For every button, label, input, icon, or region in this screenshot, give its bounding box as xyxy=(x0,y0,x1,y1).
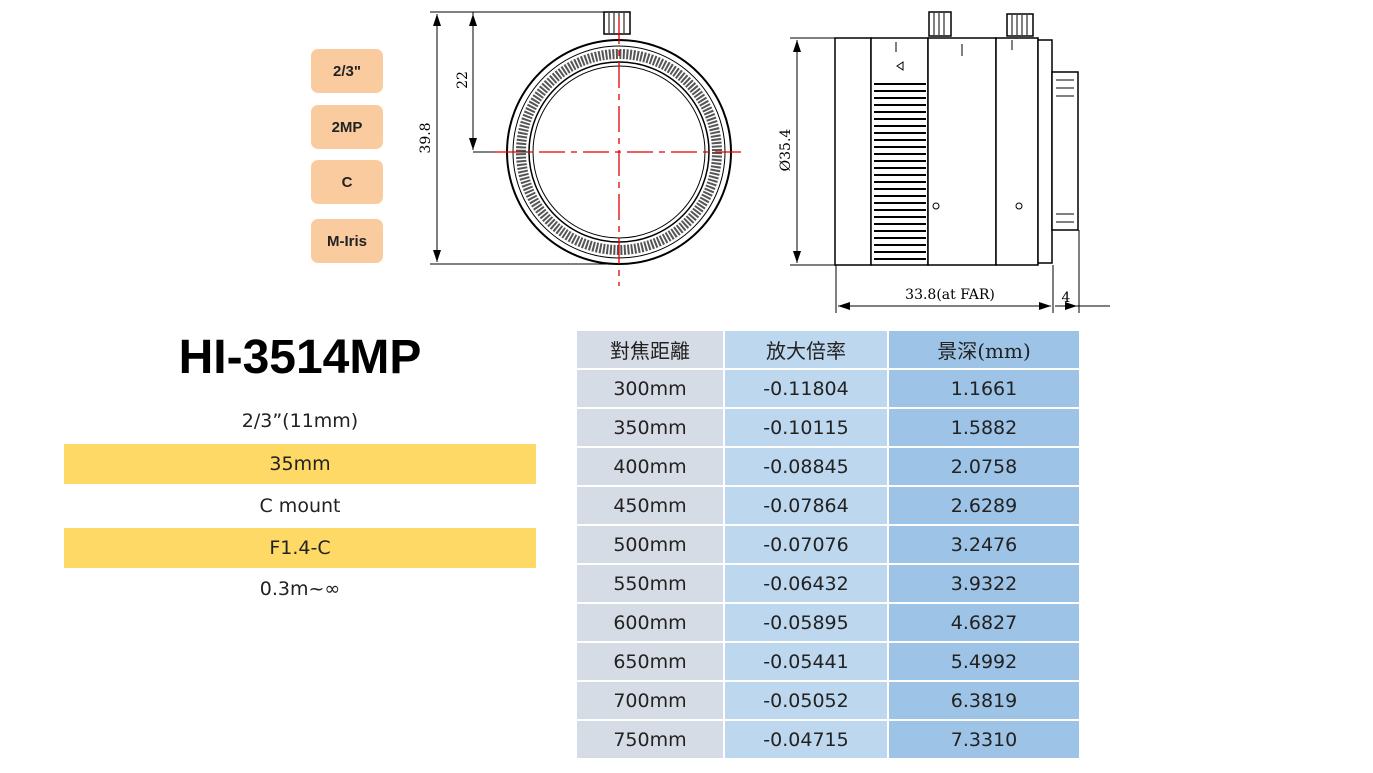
header-depth-of-field: 景深(mm) xyxy=(889,331,1079,368)
cell-distance: 700mm xyxy=(577,682,723,719)
lens-technical-drawing: 39.8 22 Ø35.4 33.8(at FAR) 4 xyxy=(418,11,1110,313)
cell-dof: 6.3819 xyxy=(889,682,1079,719)
cell-magnification: -0.05441 xyxy=(725,643,887,680)
table-row: 700mm -0.05052 6.3819 xyxy=(577,682,1079,719)
dof-table: 對焦距離 放大倍率 景深(mm) 300mm -0.11804 1.1661 3… xyxy=(575,329,1081,760)
table-header-row: 對焦距離 放大倍率 景深(mm) xyxy=(577,331,1079,368)
header-magnification: 放大倍率 xyxy=(725,331,887,368)
table-row: 750mm -0.04715 7.3310 xyxy=(577,721,1079,758)
dim-flange-label: 4 xyxy=(1062,290,1071,306)
table-row: 400mm -0.08845 2.0758 xyxy=(577,448,1079,485)
badge-mount: C xyxy=(311,160,383,204)
cell-magnification: -0.08845 xyxy=(725,448,887,485)
table-row: 350mm -0.10115 1.5882 xyxy=(577,409,1079,446)
cell-magnification: -0.05895 xyxy=(725,604,887,641)
table-row: 550mm -0.06432 3.9322 xyxy=(577,565,1079,602)
cell-dof: 1.5882 xyxy=(889,409,1079,446)
cell-magnification: -0.07864 xyxy=(725,487,887,524)
cell-magnification: -0.06432 xyxy=(725,565,887,602)
table-row: 450mm -0.07864 2.6289 xyxy=(577,487,1079,524)
lens-side-view xyxy=(834,37,1079,266)
badge-format: 2/3" xyxy=(311,49,383,93)
cell-dof: 4.6827 xyxy=(889,604,1079,641)
cell-distance: 300mm xyxy=(577,370,723,407)
cell-distance: 650mm xyxy=(577,643,723,680)
dim-half-label: 22 xyxy=(455,71,471,89)
cell-magnification: -0.07076 xyxy=(725,526,887,563)
spec-focus-range: 0.3m~∞ xyxy=(259,578,341,600)
cell-magnification: -0.04715 xyxy=(725,721,887,758)
badge-iris: M-Iris xyxy=(311,219,383,263)
model-name: HI-3514MP xyxy=(178,331,422,384)
cell-magnification: -0.10115 xyxy=(725,409,887,446)
dim-height-label: 39.8 xyxy=(418,122,434,153)
cell-distance: 400mm xyxy=(577,448,723,485)
dim-length-label: 33.8(at FAR) xyxy=(905,287,995,303)
spec-focal-length: 35mm xyxy=(64,444,536,484)
table-row: 650mm -0.05441 5.4992 xyxy=(577,643,1079,680)
cell-distance: 450mm xyxy=(577,487,723,524)
table-row: 600mm -0.05895 4.6827 xyxy=(577,604,1079,641)
cell-dof: 7.3310 xyxy=(889,721,1079,758)
cell-dof: 1.1661 xyxy=(889,370,1079,407)
spec-mount: C mount xyxy=(259,495,341,517)
dim-diameter-label: Ø35.4 xyxy=(778,129,794,172)
cell-dof: 3.2476 xyxy=(889,526,1079,563)
cell-distance: 600mm xyxy=(577,604,723,641)
badge-resolution: 2MP xyxy=(311,105,383,149)
cell-distance: 500mm xyxy=(577,526,723,563)
cell-dof: 3.9322 xyxy=(889,565,1079,602)
cell-distance: 350mm xyxy=(577,409,723,446)
cell-distance: 750mm xyxy=(577,721,723,758)
cell-dof: 2.0758 xyxy=(889,448,1079,485)
cell-dof: 5.4992 xyxy=(889,643,1079,680)
table-row: 300mm -0.11804 1.1661 xyxy=(577,370,1079,407)
spec-aperture: F1.4-C xyxy=(64,528,536,568)
table-row: 500mm -0.07076 3.2476 xyxy=(577,526,1079,563)
cell-magnification: -0.05052 xyxy=(725,682,887,719)
cell-magnification: -0.11804 xyxy=(725,370,887,407)
header-focus-distance: 對焦距離 xyxy=(577,331,723,368)
spec-format: 2/3”(11mm) xyxy=(241,410,359,432)
cell-dof: 2.6289 xyxy=(889,487,1079,524)
cell-distance: 550mm xyxy=(577,565,723,602)
